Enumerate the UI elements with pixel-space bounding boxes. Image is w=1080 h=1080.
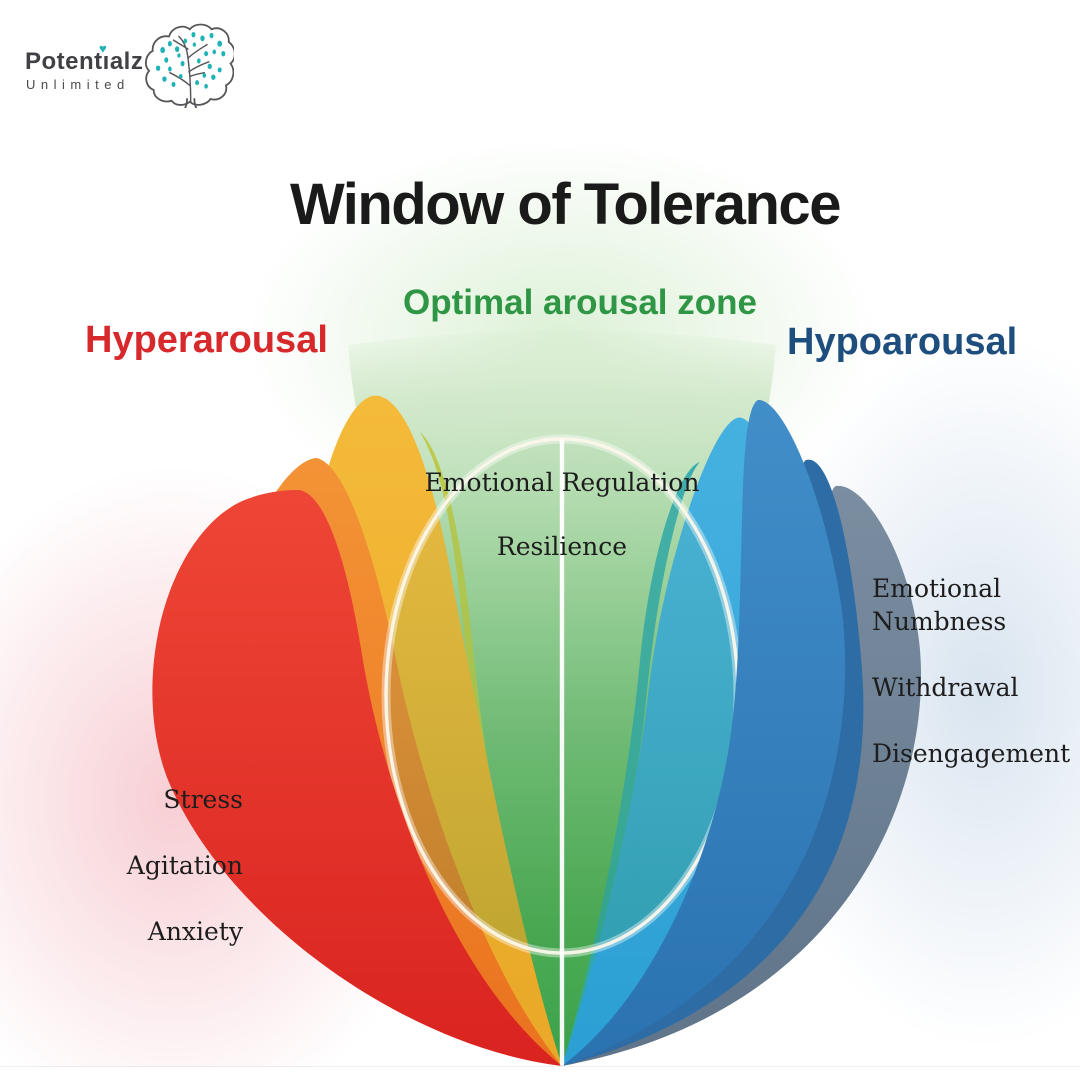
- hyperarousal-red-petal: [152, 490, 562, 1066]
- bottom-margin-strip: [0, 1067, 1080, 1080]
- brain-icon: [145, 23, 234, 108]
- brand-name: Potentıalz: [25, 48, 144, 75]
- symptom-agitation: Agitation: [126, 851, 243, 880]
- symptom-stress: Stress: [163, 785, 243, 814]
- symptom-withdrawal: Withdrawal: [872, 673, 1019, 702]
- trait-resilience: Resilience: [496, 532, 628, 561]
- page-title: Window of Tolerance: [290, 172, 841, 237]
- symptom-emotional-numbness: Emotional Numbness: [872, 574, 1007, 636]
- optimal-zone-label: Optimal arousal zone: [403, 283, 757, 322]
- hyperarousal-symptom-list: Stress Agitation Anxiety: [127, 767, 243, 965]
- hypoarousal-symptom-list: Emotional Numbness Withdrawal Disengagem…: [872, 572, 1080, 803]
- hyperarousal-zone-label: Hyperarousal: [85, 319, 328, 361]
- center-divider-line: [559, 439, 565, 1066]
- brand-subtitle: Unlimited: [26, 77, 130, 92]
- hypoarousal-zone-label: Hypoarousal: [787, 321, 1018, 363]
- trait-emotional-regulation: Emotional Regulation: [424, 468, 700, 497]
- hypoarousal-blue-petal: [562, 399, 846, 1066]
- hypoarousal-darkblue-petal: [562, 459, 864, 1066]
- bottom-hairline: [0, 1066, 1080, 1067]
- heart-icon: ♥: [99, 41, 107, 56]
- symptom-disengagement: Disengagement: [872, 739, 1071, 768]
- brain-dots: [155, 31, 226, 89]
- symptom-anxiety: Anxiety: [147, 917, 243, 946]
